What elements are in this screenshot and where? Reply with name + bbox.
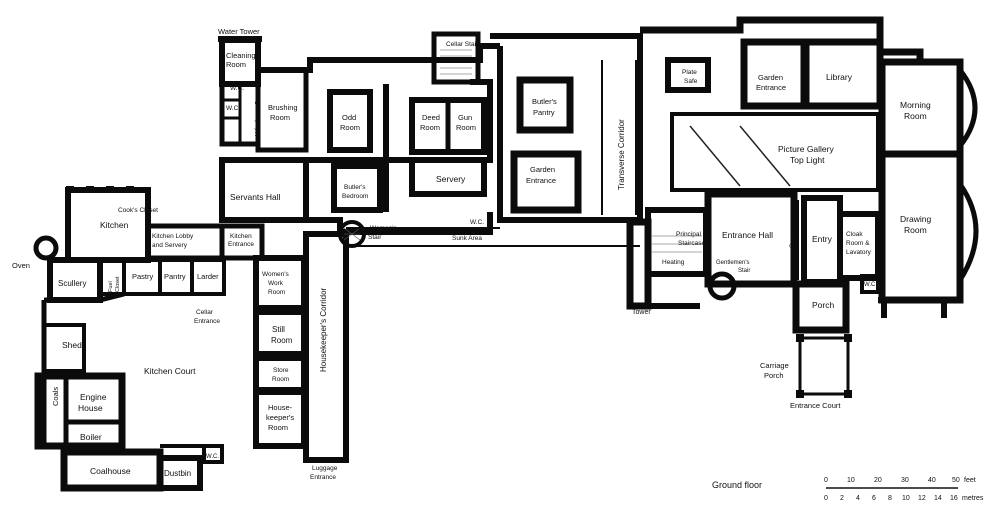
metre-scale: 0 2 4 6 8 10 12 14 16 metres — [824, 495, 984, 502]
plan-title: Ground floor — [712, 480, 762, 490]
label-oven: Oven — [12, 261, 30, 270]
label-shed: Shed — [62, 340, 82, 350]
label-servery: Servery — [436, 174, 466, 184]
feet-tick-3: 30 — [901, 477, 909, 484]
label-kitchen-court: Kitchen Court — [144, 366, 196, 376]
label-scullery: Scullery — [58, 279, 86, 288]
feet-tick-0: 0 — [824, 477, 828, 484]
label-porch: Porch — [812, 300, 834, 310]
label-tower: Tower — [632, 309, 651, 316]
label-cellar-stair: Cellar Stair — [446, 41, 479, 48]
feet-tick-5: 50 — [952, 477, 960, 484]
label-larder: Larder — [197, 272, 219, 281]
label-sunk-area: Sunk Area — [452, 235, 482, 242]
label-kitchen: Kitchen — [100, 220, 129, 230]
label-coalhouse: Coalhouse — [90, 466, 131, 476]
label-screen: Screen — [789, 227, 796, 248]
feet-tick-4: 40 — [928, 477, 936, 484]
label-entrance-hall: Entrance Hall — [722, 230, 773, 240]
label-transverse-corridor: Transverse Corridor — [617, 119, 626, 190]
label-pantry: Pantry — [164, 272, 186, 281]
label-servants-hall: Servants Hall — [230, 192, 281, 202]
label-entrance-court: Entrance Court — [790, 401, 841, 410]
label-entry: Entry — [812, 234, 833, 244]
metre-tick-4: 8 — [888, 495, 892, 502]
metre-tick-2: 4 — [856, 495, 860, 502]
metre-unit: metres — [962, 495, 984, 502]
scale-bar: 0 10 20 30 40 50 feet 0 2 4 6 8 10 12 14… — [824, 477, 984, 502]
label-pastry: Pastry — [132, 272, 154, 281]
metre-tick-5: 10 — [902, 495, 910, 502]
label-wc-1: W.C. — [230, 85, 244, 92]
metre-tick-3: 6 — [872, 495, 876, 502]
service-wing-walls — [218, 31, 500, 235]
feet-unit: feet — [964, 477, 976, 484]
principal-wing-walls — [626, 16, 979, 398]
metre-tick-8: 16 — [950, 495, 958, 502]
label-library: Library — [826, 72, 853, 82]
label-water-tower: Water Tower — [218, 27, 260, 36]
label-wc-4: W.C. — [864, 282, 877, 288]
feet-scale: 0 10 20 30 40 50 feet — [824, 477, 976, 484]
label-housekeepers-corridor: Housekeeper's Corridor — [319, 287, 328, 372]
feet-tick-2: 20 — [874, 477, 882, 484]
metre-tick-0: 0 — [824, 495, 828, 502]
label-dustbin: Dustbin — [164, 469, 191, 478]
metre-tick-6: 12 — [918, 495, 926, 502]
label-fuel-closet: FuelCloset — [108, 276, 121, 292]
label-boiler: Boiler — [80, 432, 102, 442]
feet-tick-1: 10 — [847, 477, 855, 484]
label-windows-over: Windows Over — [255, 90, 262, 136]
label-coals: Coals — [51, 387, 60, 406]
metre-tick-1: 2 — [840, 495, 844, 502]
kitchen-wing-walls — [33, 186, 265, 492]
label-wc-5: W.C. — [206, 454, 219, 460]
label-wc-3: W.C. — [470, 219, 484, 226]
label-heating: Heating — [662, 259, 685, 266]
label-wc-2: W.C. — [226, 105, 240, 112]
metre-tick-7: 14 — [934, 495, 942, 502]
housekeeper-block-walls — [253, 220, 640, 463]
label-cooks-closet: Cook's Closet — [118, 207, 158, 214]
